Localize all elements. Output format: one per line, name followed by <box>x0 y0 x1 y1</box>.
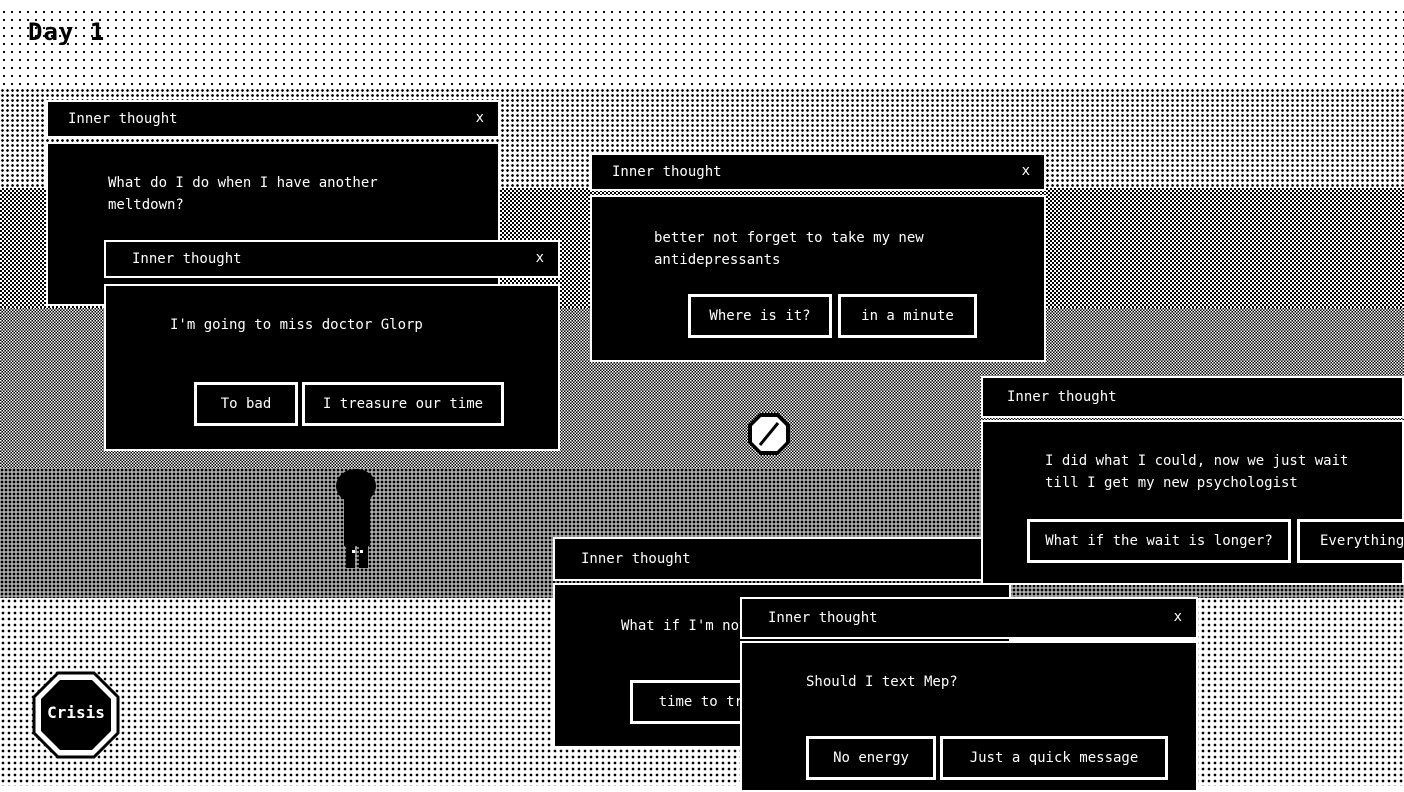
choice-button[interactable]: Everything <box>1297 519 1404 563</box>
inner-thought-dialog: Inner thought x better not forget to tak… <box>590 153 1046 362</box>
dialog-message: better not forget to take my new antidep… <box>654 230 924 268</box>
dialog-body: Should I text Mep? No energy Just a quic… <box>740 641 1198 792</box>
dialog-titlebar: Inner thought x <box>740 597 1198 639</box>
dialog-body: I did what I could, now we just wait til… <box>981 420 1404 585</box>
inner-thought-dialog: Inner thought x I'm going to miss doctor… <box>104 240 560 451</box>
choice-button[interactable]: What if the wait is longer? <box>1027 519 1291 563</box>
dialog-title: Inner thought <box>612 164 722 180</box>
dialog-titlebar: Inner thought <box>981 376 1404 418</box>
choice-button[interactable]: Where is it? <box>688 294 832 338</box>
dialog-title: Inner thought <box>1007 389 1117 405</box>
dialog-title: Inner thought <box>581 551 691 567</box>
close-icon[interactable]: x <box>1021 163 1030 179</box>
close-icon[interactable]: x <box>535 250 544 266</box>
dialog-message: What if I'm not <box>621 618 748 634</box>
dialog-body: What do I do when I have another meltdow… <box>46 142 500 306</box>
inner-thought-dialog: Inner thought I did what I could, now we… <box>981 376 1404 585</box>
bg-band <box>0 8 1404 88</box>
inner-thought-dialog: Inner thought x What do I do when I have… <box>46 100 500 306</box>
dialog-title: Inner thought <box>68 111 178 127</box>
choice-button[interactable]: I treasure our time <box>302 382 504 426</box>
dialog-body: I'm going to miss doctor Glorp To bad I … <box>104 284 560 451</box>
dialog-message: What do I do when I have another meltdow… <box>108 175 378 213</box>
pill-icon[interactable] <box>747 412 791 456</box>
dialog-message: I'm going to miss doctor Glorp <box>170 317 423 333</box>
dialog-titlebar: Inner thought x <box>46 100 500 138</box>
dialog-title: Inner thought <box>132 251 242 267</box>
crisis-button[interactable] <box>32 671 120 759</box>
choice-button[interactable]: To bad <box>194 382 298 426</box>
day-label: Day 1 <box>28 18 106 46</box>
choice-button[interactable]: in a minute <box>838 294 977 338</box>
dialog-message: I did what I could, now we just wait til… <box>1045 453 1349 491</box>
dialog-titlebar: Inner thought x <box>104 240 560 278</box>
character-silhouette <box>336 469 376 568</box>
dialog-title: Inner thought <box>768 610 878 626</box>
close-icon[interactable]: x <box>1173 609 1182 625</box>
dialog-titlebar: Inner thought <box>553 537 1011 581</box>
inner-thought-dialog: Inner thought x Should I text Mep? No en… <box>740 597 1198 792</box>
dialog-message: Should I text Mep? <box>806 674 958 690</box>
choice-button[interactable]: Just a quick message <box>940 736 1168 780</box>
choice-button[interactable]: No energy <box>806 736 936 780</box>
dialog-body: better not forget to take my new antidep… <box>590 195 1046 362</box>
dialog-titlebar: Inner thought x <box>590 153 1046 191</box>
close-icon[interactable]: x <box>475 110 484 126</box>
